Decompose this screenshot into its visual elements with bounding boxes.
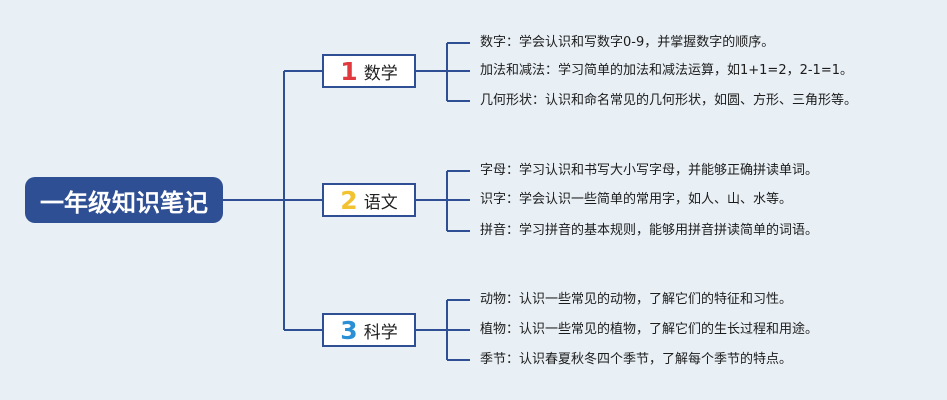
branch-node-science[interactable]: 3 科学 [322,313,416,347]
leaf-chinese-characters: 识字：学会认识一些简单的常用字，如人、山、水等。 [480,192,793,207]
leaf-chinese-pinyin: 拼音：学习拼音的基本规则，能够用拼音拼读简单的词语。 [480,223,819,238]
branch-label-math: 数学 [363,63,398,84]
leaf-science-animals: 动物：认识一些常见的动物，了解它们的特征和习性。 [480,292,793,307]
branch-node-math[interactable]: 1 数学 [322,54,416,88]
branch-node-chinese[interactable]: 2 语文 [322,183,416,217]
leaf-science-seasons: 季节：认识春夏秋冬四个季节，了解每个季节的特点。 [480,352,793,367]
branch-label-chinese: 语文 [363,192,398,213]
leaf-chinese-letters: 字母：学习认识和书写大小写字母，并能够正确拼读单词。 [480,163,819,178]
leaf-math-geometry: 几何形状：认识和命名常见的几何形状，如圆、方形、三角形等。 [480,93,858,108]
leaf-science-plants: 植物：认识一些常见的植物，了解它们的生长过程和用途。 [480,322,819,337]
branch-number-3: 3 [340,315,358,345]
leaf-math-numbers: 数字：学会认识和写数字0-9，并掌握数字的顺序。 [480,35,775,50]
branch-number-2: 2 [340,185,358,215]
leaf-math-addition-subtraction: 加法和减法：学习简单的加法和减法运算，如1+1=2，2-1=1。 [480,63,853,78]
root-title: 一年级知识笔记 [40,188,208,217]
root-node[interactable]: 一年级知识笔记 [25,177,223,223]
branch-number-1: 1 [340,56,358,86]
branch-label-science: 科学 [363,322,398,343]
